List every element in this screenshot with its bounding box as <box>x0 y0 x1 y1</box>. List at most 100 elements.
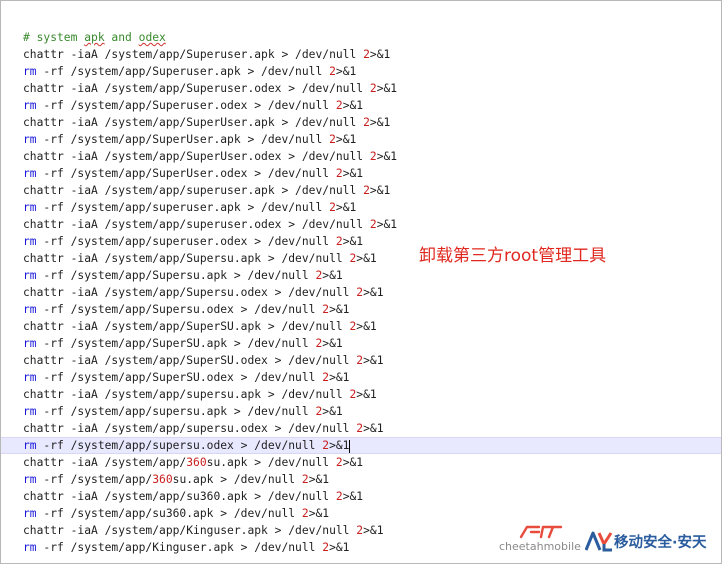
command-keyword: rm <box>23 269 37 282</box>
command-args: -iaA /system/app/superuser.odex > /dev/n… <box>63 218 370 231</box>
number-literal: 2 <box>363 184 370 197</box>
command-args: -rf /system/app/supersu.odex > /dev/null <box>36 439 323 452</box>
command-args: -rf /system/app/superuser.apk > /dev/nul… <box>36 201 330 214</box>
number-literal: 2 <box>349 388 357 401</box>
code-line[interactable]: chattr -iaA /system/app/superuser.apk > … <box>23 182 721 199</box>
command-args: -iaA /system/app/SuperSU.apk > /dev/null <box>63 320 350 333</box>
code-line[interactable]: chattr -iaA /system/app/supersu.apk > /d… <box>23 386 721 403</box>
command-keyword: chattr <box>23 320 64 333</box>
number-literal: 2 <box>335 99 343 112</box>
number-literal: 2 <box>335 167 343 180</box>
code-line[interactable]: chattr -iaA /system/app/SuperSU.odex > /… <box>23 352 721 369</box>
code-line[interactable]: rm -rf /system/app/Supersu.odex > /dev/n… <box>23 301 721 318</box>
redirect-text: >&1 <box>342 167 364 180</box>
code-line[interactable]: rm -rf /system/app/SuperUser.apk > /dev/… <box>23 131 721 148</box>
number-literal: 2 <box>349 252 357 265</box>
redirect-text: >&1 <box>356 320 377 333</box>
code-line[interactable]: chattr -iaA /system/app/SuperSU.apk > /d… <box>23 318 721 335</box>
command-keyword: chattr <box>23 184 64 197</box>
cheetah-logo-text: cheetahmobile <box>499 540 581 553</box>
command-args: -iaA /system/app/Superuser.apk > /dev/nu… <box>63 48 364 61</box>
code-line[interactable]: rm -rf /system/app/SuperSU.apk > /dev/nu… <box>23 335 721 352</box>
code-line[interactable]: rm -rf /system/app/Kinguser.apk > /dev/n… <box>23 539 721 556</box>
command-args: -iaA /system/app/SuperUser.odex > /dev/n… <box>63 150 370 163</box>
command-args: su.apk > /dev/null <box>172 473 302 486</box>
code-line[interactable]: rm -rf /system/app/supersu.apk > /dev/nu… <box>23 403 721 420</box>
redirect-text: >&1 <box>363 286 384 299</box>
code-line[interactable]: chattr -iaA /system/app/SuperUser.apk > … <box>23 114 721 131</box>
number-literal: 2 <box>369 218 377 231</box>
code-line[interactable]: rm -rf /system/app/su360.apk > /dev/null… <box>23 505 721 522</box>
code-line[interactable]: chattr -iaA /system/app/Kinguser.apk > /… <box>23 522 721 539</box>
command-keyword: rm <box>23 439 37 452</box>
redirect-text: >&1 <box>342 490 364 503</box>
number-literal: 2 <box>335 456 343 469</box>
command-args: -rf /system/app/ <box>36 473 153 486</box>
number-literal: 2 <box>329 133 336 146</box>
code-line[interactable]: chattr -iaA /system/app/superuser.odex >… <box>23 216 721 233</box>
command-keyword: chattr <box>23 150 64 163</box>
number-literal: 2 <box>322 439 330 452</box>
number-literal: 2 <box>322 303 330 316</box>
command-keyword: rm <box>23 65 37 78</box>
command-args: -rf /system/app/SuperSU.odex > /dev/null <box>36 371 323 384</box>
text-caret <box>349 439 351 453</box>
redirect-text: >&1 <box>329 303 350 316</box>
code-line[interactable]: rm -rf /system/app/superuser.apk > /dev/… <box>23 199 721 216</box>
redirect-text: >&1 <box>335 201 357 214</box>
number-literal: 2 <box>369 82 377 95</box>
redirect-text: >&1 <box>308 473 330 486</box>
redirect-text: >&1 <box>335 133 357 146</box>
redirect-text: >&1 <box>342 99 364 112</box>
code-line[interactable]: chattr -iaA /system/app/su360.apk > /dev… <box>23 488 721 505</box>
code-line[interactable]: rm -rf /system/app/360su.apk > /dev/null… <box>23 471 721 488</box>
code-line[interactable]: rm -rf /system/app/Superuser.apk > /dev/… <box>23 63 721 80</box>
command-args: -rf /system/app/SuperSU.apk > /dev/null <box>36 337 316 350</box>
cheetah-mobile-logo: cheetahmobile <box>499 523 583 557</box>
code-line[interactable]: # system apk and odex <box>23 29 721 46</box>
command-args: -rf /system/app/Supersu.odex > /dev/null <box>36 303 323 316</box>
number-literal: 2 <box>315 405 323 418</box>
command-keyword: chattr <box>23 490 64 503</box>
number-literal: 2 <box>322 371 330 384</box>
number-literal: 2 <box>322 541 330 554</box>
code-line[interactable]: chattr -iaA /system/app/Supersu.apk > /d… <box>23 250 721 267</box>
number-literal: 2 <box>315 337 323 350</box>
command-args: -rf /system/app/su360.apk > /dev/null <box>36 507 302 520</box>
code-line[interactable]: rm -rf /system/app/SuperUser.odex > /dev… <box>23 165 721 182</box>
redirect-text: >&1 <box>369 48 391 61</box>
code-line[interactable]: rm -rf /system/app/Supersu.apk > /dev/nu… <box>23 267 721 284</box>
command-args: -iaA /system/app/Superuser.odex > /dev/n… <box>63 82 370 95</box>
redirect-text: >&1 <box>363 524 384 537</box>
code-line[interactable]: rm -rf /system/app/Superuser.odex > /dev… <box>23 97 721 114</box>
code-line-current[interactable]: rm -rf /system/app/supersu.odex > /dev/n… <box>1 437 721 454</box>
number-literal: 2 <box>301 473 309 486</box>
number-literal: 2 <box>335 235 343 248</box>
code-line[interactable]: chattr -iaA /system/app/supersu.odex > /… <box>23 420 721 437</box>
code-line[interactable]: rm -rf /system/app/SuperSU.odex > /dev/n… <box>23 369 721 386</box>
command-args: -rf /system/app/Superuser.odex > /dev/nu… <box>36 99 336 112</box>
comment-word: odex <box>138 31 166 44</box>
code-line[interactable]: chattr -iaA /system/app/SuperUser.odex >… <box>23 148 721 165</box>
code-line[interactable]: chattr -iaA /system/app/Supersu.odex > /… <box>23 284 721 301</box>
code-line[interactable]: chattr -iaA /system/app/360su.apk > /dev… <box>23 454 721 471</box>
number-literal: 2 <box>335 490 343 503</box>
command-keyword: rm <box>23 303 37 316</box>
redirect-text: >&1 <box>329 439 350 452</box>
code-line[interactable]: chattr -iaA /system/app/Superuser.apk > … <box>23 46 721 63</box>
redirect-text: >&1 <box>376 82 398 95</box>
command-keyword: chattr <box>23 286 64 299</box>
redirect-text: >&1 <box>369 184 391 197</box>
command-keyword: rm <box>23 337 37 350</box>
command-keyword: rm <box>23 405 37 418</box>
command-keyword: rm <box>23 541 37 554</box>
number-literal: 2 <box>369 150 377 163</box>
command-args: -iaA /system/app/SuperSU.odex > /dev/nul… <box>63 354 357 367</box>
redirect-text: >&1 <box>329 371 350 384</box>
avl-logo: 移动安全·安天 <box>585 529 707 553</box>
code-line[interactable]: rm -rf /system/app/superuser.odex > /dev… <box>23 233 721 250</box>
command-args: -rf /system/app/superuser.odex > /dev/nu… <box>36 235 336 248</box>
code-line[interactable]: chattr -iaA /system/app/Superuser.odex >… <box>23 80 721 97</box>
command-args: -iaA /system/app/ <box>63 456 187 469</box>
